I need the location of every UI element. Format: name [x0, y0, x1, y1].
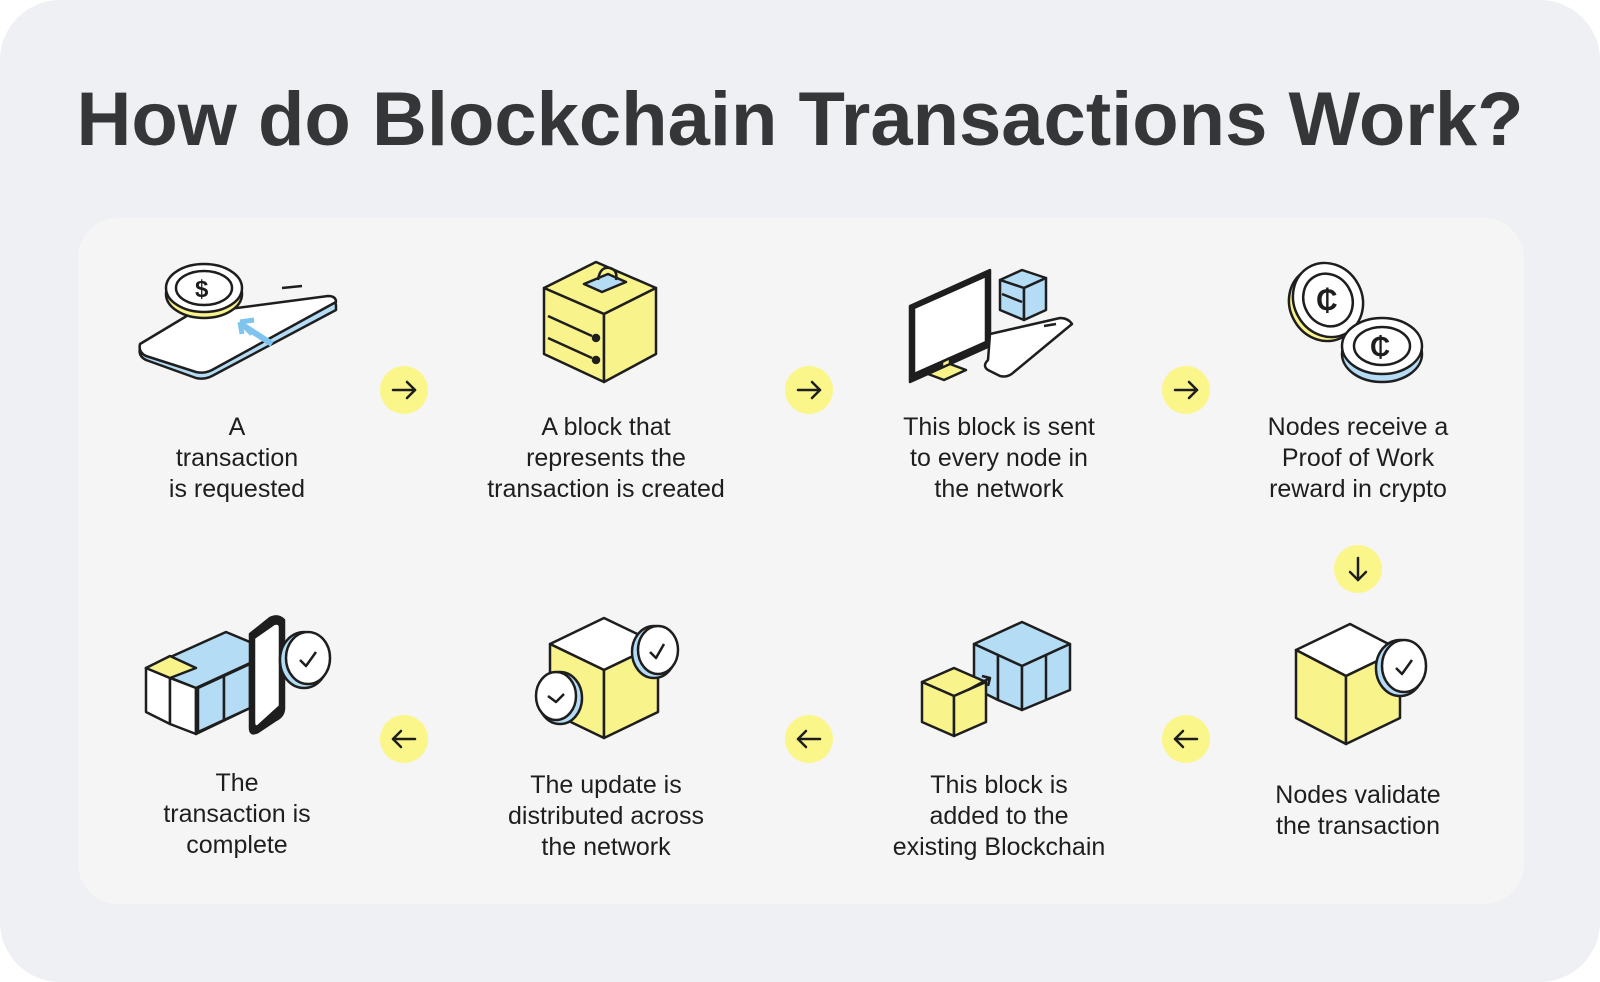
chain-complete-icon — [144, 615, 332, 736]
step-label-4: Nodes receive a Proof of Work reward in … — [1267, 413, 1449, 503]
step-label-8: The transaction is complete — [163, 769, 311, 859]
arrow-left-icon — [1162, 715, 1210, 763]
step-label-7: The update is distributed across the net… — [508, 771, 704, 861]
step-label-1: A transaction is requested — [168, 413, 306, 503]
network-devices-icon — [908, 268, 1074, 384]
block-added-icon — [920, 620, 1072, 738]
arrow-right-icon — [785, 366, 833, 414]
phone-coin-icon: $ — [138, 262, 338, 380]
step-label-5: Nodes validate the transaction — [1275, 781, 1441, 840]
validated-block-icon — [1294, 622, 1428, 746]
step-label-6: This block is added to the existing Bloc… — [892, 771, 1106, 861]
arrow-down-icon — [1334, 545, 1382, 593]
distributed-block-icon — [534, 616, 680, 740]
svg-text:₵: ₵ — [1316, 284, 1338, 317]
locked-block-icon — [542, 260, 658, 384]
step-label-3: This block is sent to every node in the … — [903, 413, 1095, 503]
page-title: How do Blockchain Transactions Work? — [76, 77, 1524, 162]
arrow-right-icon — [1162, 366, 1210, 414]
arrow-left-icon — [785, 715, 833, 763]
crypto-coins-icon: ₵ ₵ — [1287, 261, 1424, 384]
arrow-left-icon — [380, 715, 428, 763]
svg-text:$: $ — [195, 276, 209, 303]
steps-panel — [78, 218, 1524, 904]
step-label-2: A block that represents the transaction … — [487, 413, 725, 503]
svg-text:₵: ₵ — [1370, 331, 1390, 362]
arrow-right-icon — [380, 366, 428, 414]
